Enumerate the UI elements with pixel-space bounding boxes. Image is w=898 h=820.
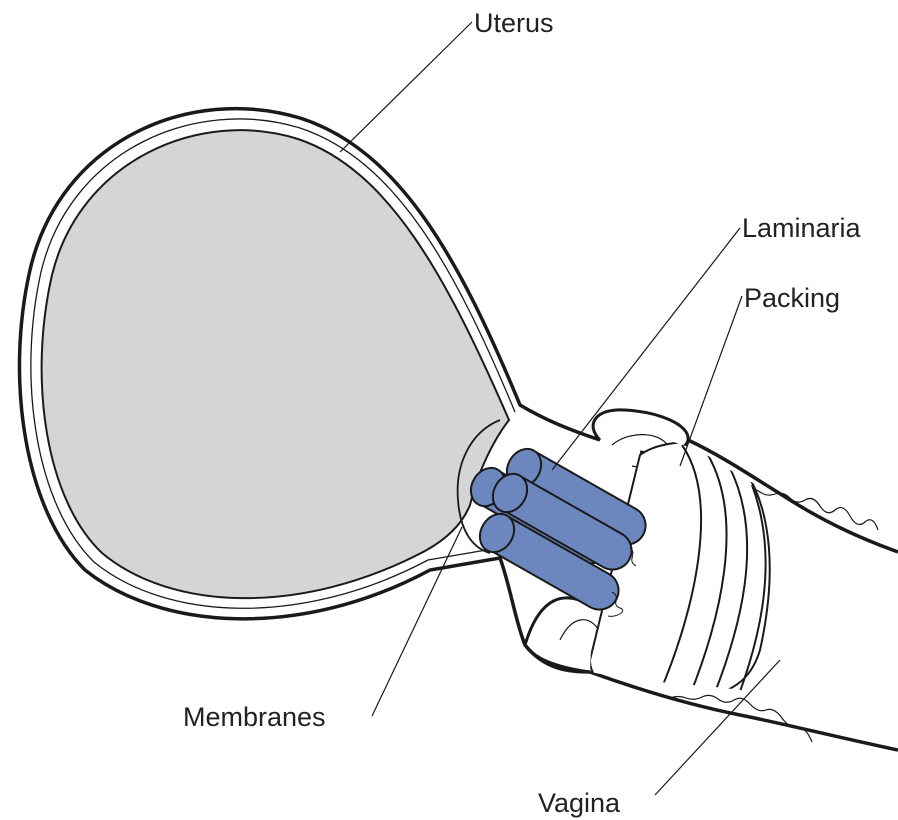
label-uterus: Uterus	[474, 10, 554, 37]
leader-laminaria	[552, 228, 740, 470]
label-packing: Packing	[744, 285, 840, 312]
label-vagina: Vagina	[538, 790, 620, 817]
cervix-lower-fold	[560, 620, 600, 640]
leader-uterus	[340, 22, 472, 152]
cervix-upper-wall	[520, 405, 600, 440]
label-membranes: Membranes	[183, 704, 326, 731]
uterine-cavity	[42, 130, 509, 598]
cervix-lower-lip	[525, 598, 592, 672]
laminaria	[464, 443, 645, 610]
leader-packing	[680, 296, 742, 466]
vagina-lower-wall	[590, 672, 898, 750]
packing	[590, 442, 770, 705]
label-laminaria: Laminaria	[742, 215, 861, 242]
